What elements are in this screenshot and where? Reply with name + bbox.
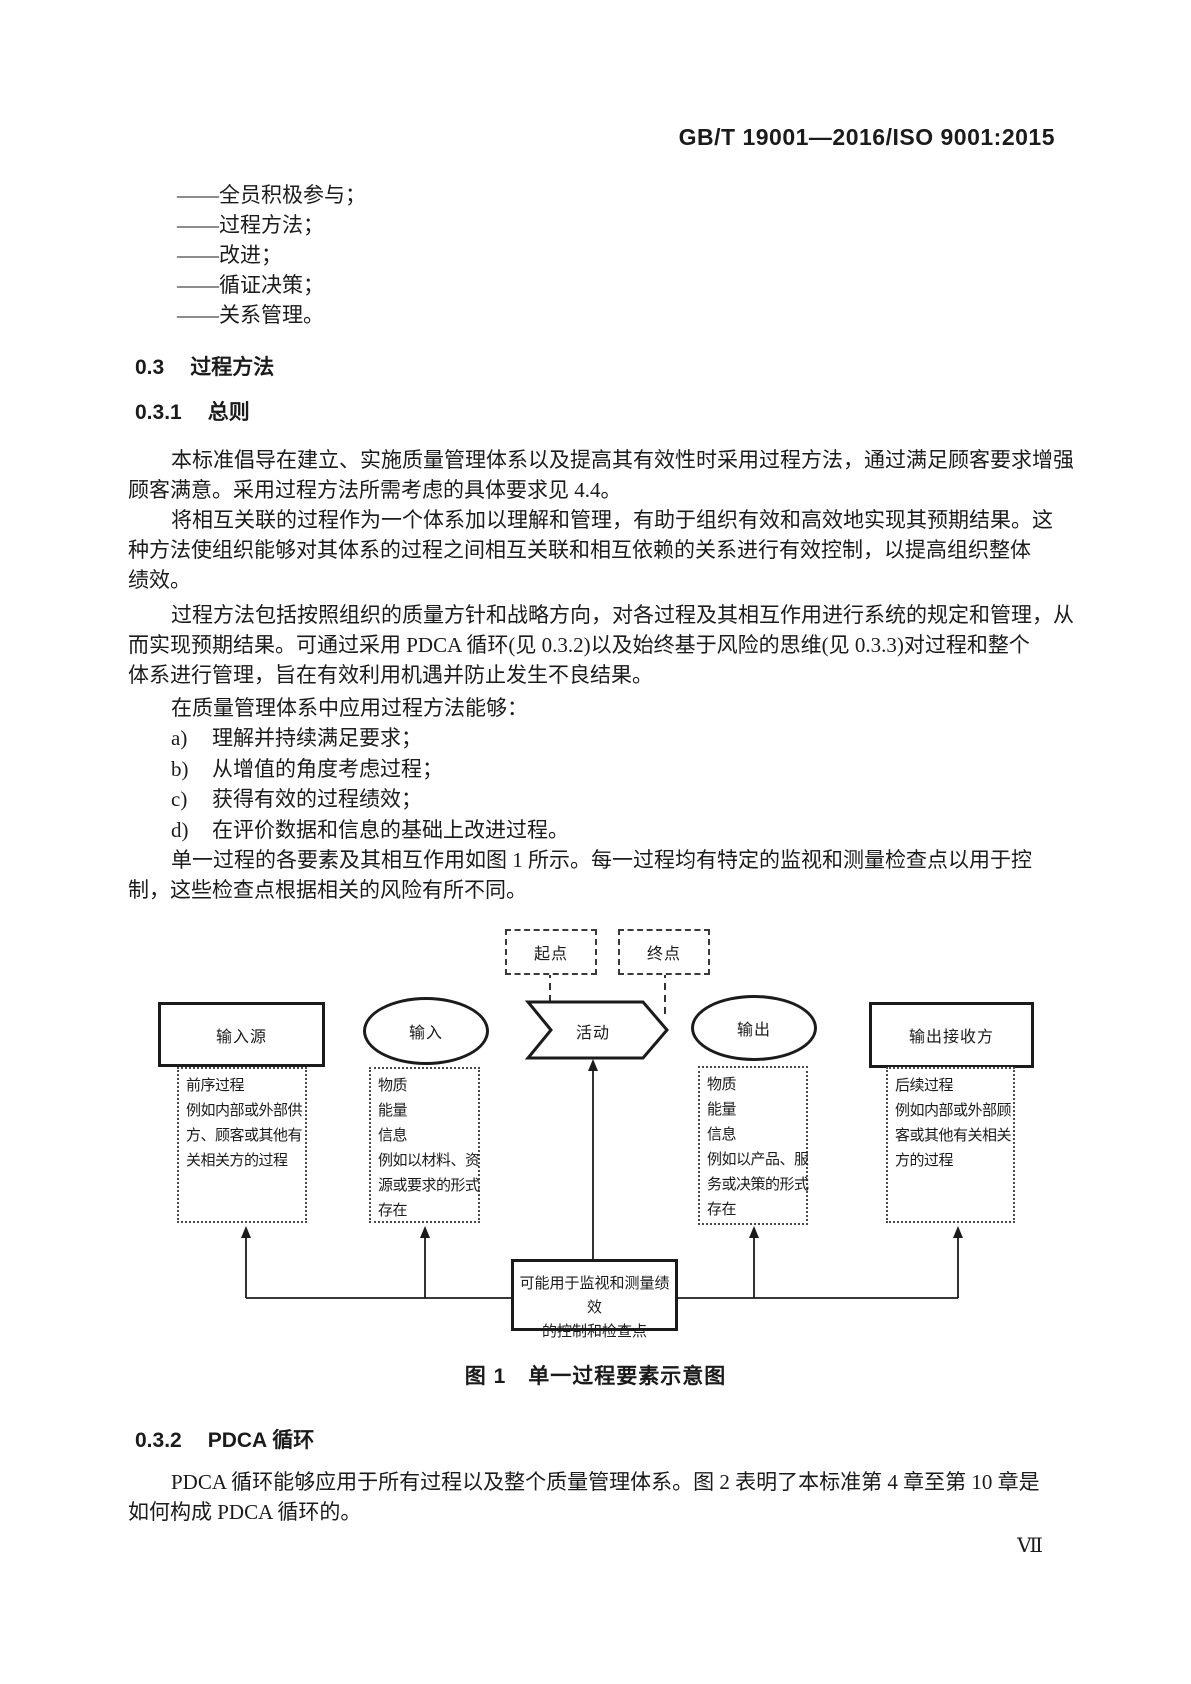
- list-item: b) 从增值的角度考虑过程；: [171, 754, 569, 785]
- text-line: 能量: [707, 1102, 737, 1118]
- start-point-node: 起点: [505, 929, 597, 975]
- text-line: 信息: [378, 1128, 408, 1144]
- figure1-caption: 图 1 单一过程要素示意图: [464, 1365, 727, 1388]
- text-line: 物质: [378, 1078, 408, 1094]
- paragraph-intro: 在质量管理体系中应用过程方法能够：: [171, 696, 528, 720]
- text-line: 例如以产品、服: [707, 1152, 809, 1168]
- list-item: c) 获得有效的过程绩效；: [171, 784, 569, 815]
- text-line: 本标准倡导在建立、实施质量管理体系以及提高其有效性时采用过程方法，通过满足顾客要…: [171, 448, 1074, 472]
- text-line: ——关系管理。: [177, 303, 324, 327]
- text-line: ——过程方法；: [177, 213, 324, 237]
- post-process-detail-box: 后续过程例如内部或外部顾客或其他有关相关方的过程: [886, 1067, 1015, 1223]
- text-line: 过程方法包括按照组织的质量方针和战略方向，对各过程及其相互作用进行系统的规定和管…: [171, 603, 1074, 627]
- input-source-node: 输入源: [158, 1002, 325, 1067]
- text-line: PDCA 循环能够应用于所有过程以及整个质量管理体系。图 2 表明了本标准第 4…: [171, 1470, 1040, 1494]
- text-line: 顾客满意。采用过程方法所需考虑的具体要求见 4.4。: [128, 478, 622, 502]
- text-line: ——改进；: [177, 243, 282, 267]
- control-checkpoint-box: 可能用于监视和测量绩效的控制和检查点: [511, 1259, 678, 1340]
- list-text: 从增值的角度考虑过程；: [212, 756, 443, 781]
- list-marker: c): [171, 787, 188, 812]
- text-line: ——循证决策；: [177, 273, 324, 297]
- paragraph: 将相互关联的过程作为一个体系加以理解和管理，有助于组织有效和高效地实现其预期结果…: [128, 505, 1053, 595]
- section-title: 总则: [207, 401, 250, 424]
- list-item: a) 理解并持续满足要求；: [171, 723, 569, 754]
- text-line: 方、顾客或其他有: [186, 1128, 303, 1144]
- quality-principles-list: ——全员积极参与； ——过程方法； ——改进； ——循证决策； ——关系管理。: [128, 180, 366, 330]
- pre-process-detail-box: 前序过程例如内部或外部供方、顾客或其他有关相关方的过程: [177, 1067, 307, 1223]
- standard-code-header: GB/T 19001—2016/ISO 9001:2015: [678, 124, 1055, 150]
- text-line: 务或决策的形式: [707, 1177, 809, 1193]
- list-text: 理解并持续满足要求；: [212, 726, 422, 750]
- list-marker: b): [171, 756, 189, 781]
- text-line: 可能用于监视和测量绩效: [519, 1276, 670, 1316]
- text-line: 源或要求的形式: [378, 1178, 480, 1194]
- list-text: 获得有效的过程绩效；: [212, 787, 422, 812]
- input-detail-box: 物质能量信息例如以材料、资源或要求的形式存在: [369, 1067, 480, 1223]
- text-line: 体系进行管理，旨在有效利用机遇并防止发生不良结果。: [128, 663, 653, 687]
- section-heading-032: 0.3.2 PDCA 循环: [135, 1424, 314, 1454]
- output-receiver-node: 输出接收方: [869, 1002, 1034, 1068]
- text-line: 存在: [707, 1202, 737, 1218]
- activity-node-label: 活动: [575, 1025, 610, 1042]
- text-line: 存在: [378, 1203, 408, 1219]
- text-line: 的控制和检查点: [541, 1324, 647, 1340]
- section-heading-031: 0.3.1 总则: [135, 396, 250, 426]
- text-line: ——全员积极参与；: [177, 183, 366, 207]
- section-title: 过程方法: [190, 356, 275, 379]
- page-number: Ⅶ: [1017, 1535, 1043, 1557]
- text-line: 方的过程: [895, 1153, 954, 1169]
- section-number: 0.3.1: [135, 401, 182, 424]
- paragraph: 单一过程的各要素及其相互作用如图 1 所示。每一过程均有特定的监视和测量检查点以…: [128, 845, 1032, 905]
- text-line: 关相关方的过程: [186, 1153, 288, 1169]
- paragraph: 过程方法包括按照组织的质量方针和战略方向，对各过程及其相互作用进行系统的规定和管…: [128, 600, 1074, 690]
- section-heading-03: 0.3 过程方法: [135, 351, 274, 381]
- text-line: 例如内部或外部顾: [895, 1103, 1012, 1119]
- text-line: 而实现预期结果。可通过采用 PDCA 循环(见 0.3.2)以及始终基于风险的思…: [128, 633, 1030, 657]
- list-marker: a): [171, 726, 188, 750]
- text-line: 客或其他有关相关: [895, 1128, 1012, 1144]
- section-number: 0.3: [135, 356, 165, 379]
- text-line: 将相互关联的过程作为一个体系加以理解和管理，有助于组织有效和高效地实现其预期结果…: [171, 508, 1053, 532]
- text-line: 绩效。: [128, 568, 191, 592]
- text-line: 物质: [707, 1077, 737, 1093]
- text-line: 后续过程: [895, 1078, 954, 1094]
- text-line: 制，这些检查点根据相关的风险有所不同。: [128, 878, 527, 902]
- section-number: 0.3.2: [135, 1429, 182, 1452]
- text-line: 信息: [707, 1127, 737, 1143]
- list-marker: d): [171, 818, 189, 843]
- text-line: 例如以材料、资: [378, 1153, 480, 1169]
- input-node: 输入: [363, 997, 489, 1065]
- text-line: 能量: [378, 1103, 408, 1119]
- output-node: 输出: [691, 995, 817, 1061]
- end-point-node: 终点: [618, 929, 710, 975]
- list-text: 在评价数据和信息的基础上改进过程。: [212, 818, 569, 843]
- text-line: 单一过程的各要素及其相互作用如图 1 所示。每一过程均有特定的监视和测量检查点以…: [171, 848, 1032, 872]
- paragraph: PDCA 循环能够应用于所有过程以及整个质量管理体系。图 2 表明了本标准第 4…: [128, 1467, 1040, 1527]
- output-detail-box: 物质能量信息例如以产品、服务或决策的形式存在: [698, 1066, 809, 1225]
- list-item: d) 在评价数据和信息的基础上改进过程。: [171, 815, 569, 846]
- lettered-list: a) 理解并持续满足要求； b) 从增值的角度考虑过程； c) 获得有效的过程绩…: [171, 723, 569, 846]
- text-line: 种方法使组织能够对其体系的过程之间相互关联和相互依赖的关系进行有效控制，以提高组…: [128, 538, 1031, 562]
- text-line: 例如内部或外部供: [186, 1103, 303, 1119]
- text-line: 如何构成 PDCA 循环的。: [128, 1500, 362, 1524]
- paragraph: 本标准倡导在建立、实施质量管理体系以及提高其有效性时采用过程方法，通过满足顾客要…: [128, 445, 1074, 505]
- section-title: PDCA 循环: [207, 1429, 315, 1452]
- text-line: 前序过程: [186, 1078, 245, 1094]
